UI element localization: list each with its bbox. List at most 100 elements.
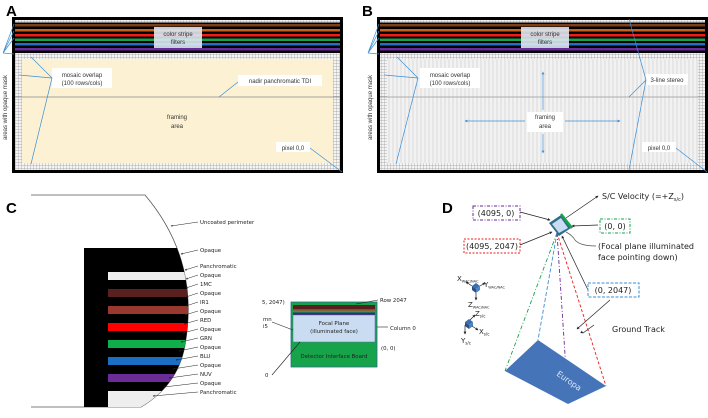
fp-stripe-dark [293, 305, 375, 309]
stripe-leader [185, 301, 199, 307]
stripe-leader [180, 249, 199, 255]
stripe-brown [380, 24, 705, 27]
panel-a-leaders [2, 23, 343, 173]
stripe-blu [108, 357, 189, 365]
stripe-label: RED [200, 318, 211, 324]
corner-label: 5, 2047) [262, 300, 285, 306]
stripe-label: Uncoated perimeter [200, 220, 255, 226]
wac-x-label: XWAC/NAC [457, 275, 479, 284]
stripe-label: NUV [200, 372, 212, 378]
panel-a-top-mask [15, 20, 340, 23]
corner-label-4095-0: (4095, 0) [478, 209, 515, 218]
panel-a-side-label: areas with opaque mask [3, 74, 9, 140]
panel-b-framing-callout-2: area [539, 124, 552, 130]
corner-label-4095-2047: (4095, 2047) [466, 242, 518, 251]
panel-a-tdi-callout: nadir panchromatic TDI [249, 79, 312, 85]
stripe-label: Opaque [200, 345, 222, 351]
fov-lines [504, 232, 607, 401]
focal-plane-title: Focal Plane [319, 321, 350, 327]
panel-a-pixel-callout: pixel 0,0 [282, 146, 305, 152]
panel-b-stereo-box [646, 74, 688, 85]
europa-ground-track [505, 340, 606, 404]
stripe-leader [180, 337, 199, 343]
stripe-leader [185, 292, 199, 298]
cut-label-2: i5 [263, 324, 268, 330]
corner-label-0-0: (0, 0) [604, 222, 626, 231]
panel-b-overlap-callout-2: (100 rows/cols) [430, 81, 471, 87]
row-label: Row 2047 [380, 298, 407, 304]
wac-y-label: YWAC/NAC [483, 281, 505, 290]
stripe-grn [108, 340, 189, 348]
stripe-leader [168, 373, 199, 379]
panel-a: A color stripe filters mosaic overlap (1… [2, 3, 343, 173]
column-label: Column 0 [390, 326, 416, 332]
panel-b-overlap-box [420, 68, 480, 88]
corner-box-4095-0 [472, 205, 521, 221]
panel-a-framing-callout-2: area [171, 124, 184, 130]
stripe-label: IR1 [200, 300, 209, 306]
panel-b-side-label: areas with opaque mask [368, 74, 374, 140]
panel-d-label: D [442, 200, 453, 217]
panel-a-pixel-box [276, 142, 310, 152]
stripe-red [108, 323, 189, 331]
panel-c-stripe-labels: Uncoated perimeterOpaquePanchromaticOpaq… [152, 220, 255, 397]
panel-b-framing-box [527, 112, 563, 132]
cut-label-1: mn [263, 317, 272, 323]
stripe-leader [163, 382, 199, 388]
corner-box-0-2047 [587, 282, 640, 298]
stripe-label: Opaque [200, 309, 222, 315]
stripe-label: Opaque [200, 363, 222, 369]
focal-plane-note-2: face pointing down) [598, 253, 678, 262]
panel-c-label: C [6, 200, 17, 217]
wac-nac-axes-icon [465, 281, 486, 301]
stripe-purple [15, 48, 340, 51]
origin-label: (0, 0) [381, 346, 396, 352]
stripe-1mc [108, 289, 189, 297]
velocity-label: S/C Velocity (=+Zs/c) [602, 192, 684, 203]
panel-c: C Uncoated perimeterOpaquePanchromaticOp… [6, 194, 255, 408]
stripe-leader [152, 391, 199, 397]
stripe-ir1 [108, 306, 189, 314]
panel-a-overlap-callout: mosaic overlap [62, 73, 103, 79]
stripe-purple [380, 48, 705, 51]
focal-plane-subtitle: (illuminated face) [310, 329, 358, 335]
fp-stripe-red [293, 309, 375, 311]
panel-b-stereo-callout: 3-line stereo [650, 78, 684, 84]
stripe-brown [15, 24, 340, 27]
stripe-label: Opaque [200, 273, 222, 279]
stripe-leader [183, 319, 199, 325]
panel-b-pixel-callout: pixel 0,0 [648, 146, 671, 152]
panel-a-label: A [6, 3, 17, 20]
panel-c-focal-plane: Focal Plane (illuminated face) Detector … [262, 298, 416, 379]
stripe-label: GRN [200, 336, 212, 342]
corner-label-0-2047: (0, 2047) [595, 286, 632, 295]
stripe-label: Opaque [200, 248, 222, 254]
stripe-leader [185, 283, 199, 289]
board-label: Detector Interface Board [301, 354, 368, 360]
panel-a-filters-callout-box [154, 27, 202, 48]
stripe-label: Panchromatic [200, 264, 237, 270]
panel-b-pixel-box [642, 142, 676, 152]
stripe-leader [170, 221, 199, 227]
fp-stripe-green [293, 310, 375, 313]
stripe-leader [175, 355, 199, 361]
sc-y-label: Ys/c [460, 337, 471, 346]
corner-box-0-0 [599, 218, 631, 234]
stripe-leader [184, 310, 199, 316]
panel-b-overlap-callout: mosaic overlap [430, 73, 471, 79]
stripe-label: Opaque [200, 327, 222, 333]
stripe-leader [184, 265, 199, 271]
cut-label-zero: 0 [265, 373, 269, 379]
panel-b-filters-callout-2: filters [538, 40, 552, 46]
panel-b-framing-callout: framing [535, 115, 555, 121]
stripe-label: Opaque [200, 291, 222, 297]
sc-x-label: Xs/c [479, 328, 489, 337]
panel-b-filters-callout-box [521, 27, 569, 48]
stripe-leader [172, 364, 199, 370]
spacecraft-axes-icon [463, 314, 479, 335]
panel-a-overlap-callout-2: (100 rows/cols) [62, 81, 103, 87]
stripe-nuv [108, 374, 189, 382]
stripe-label: 1MC [200, 282, 212, 288]
stripe-leader [182, 328, 199, 334]
